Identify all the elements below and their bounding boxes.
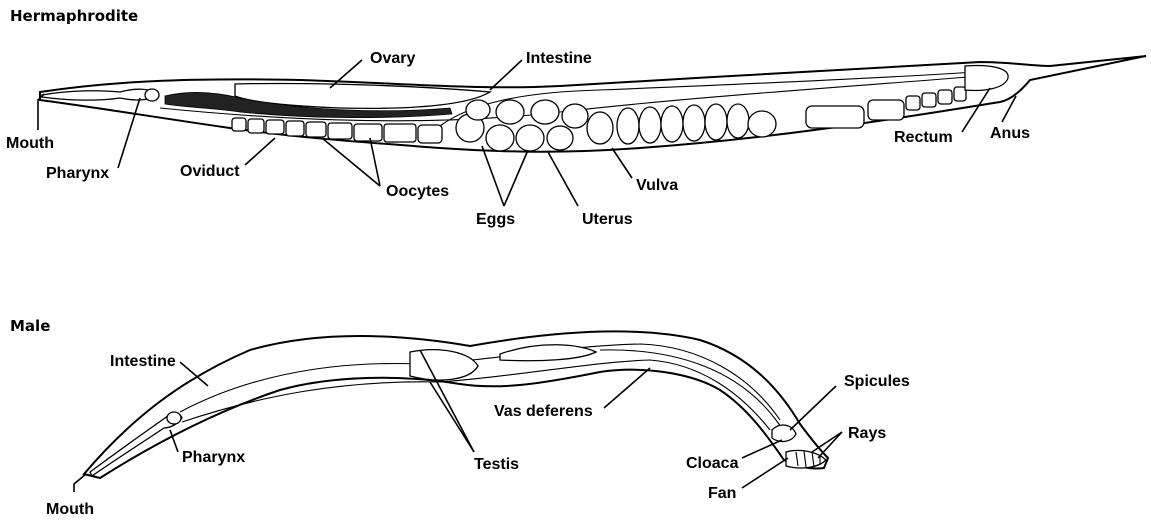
hermaphrodite-figure: Hermaphrodite <box>6 7 1146 228</box>
label-rays: Rays <box>848 425 886 442</box>
fan-leader <box>742 458 788 488</box>
hermaphrodite-title: Hermaphrodite <box>10 7 138 25</box>
male-title: Male <box>10 317 50 335</box>
mouth-leader-male <box>74 474 86 492</box>
label-vulva: Vulva <box>636 177 678 194</box>
label-spicules: Spicules <box>844 373 910 390</box>
label-anus: Anus <box>990 125 1030 142</box>
label-eggs: Eggs <box>476 211 515 228</box>
label-mouth-male: Mouth <box>46 501 94 518</box>
male-pharynx-bulb <box>167 412 181 424</box>
label-fan: Fan <box>708 485 736 502</box>
label-oviduct: Oviduct <box>180 163 240 180</box>
testis-leader-2 <box>430 382 474 452</box>
male-figure: Male <box>10 317 910 518</box>
eggs-leader-1 <box>482 146 504 206</box>
vulva-leader <box>612 148 632 178</box>
label-uterus: Uterus <box>582 211 633 228</box>
uterus-leader <box>548 152 578 206</box>
label-pharynx-male: Pharynx <box>182 449 245 466</box>
label-rectum: Rectum <box>894 129 953 146</box>
label-testis: Testis <box>474 456 519 473</box>
label-cloaca: Cloaca <box>686 455 739 472</box>
label-vas-deferens: Vas deferens <box>494 403 593 420</box>
eggs-leader-2 <box>504 150 528 206</box>
vas-deferens-leader <box>604 368 650 408</box>
spicules-leader <box>790 386 836 430</box>
label-oocytes: Oocytes <box>386 183 449 200</box>
label-pharynx-herm: Pharynx <box>46 165 109 182</box>
oviduct-leader <box>245 138 275 165</box>
intestine-leader-herm <box>490 60 522 90</box>
label-mouth-herm: Mouth <box>6 135 54 152</box>
label-intestine-herm: Intestine <box>526 50 592 67</box>
label-intestine-male: Intestine <box>110 353 176 370</box>
label-ovary: Ovary <box>370 50 415 67</box>
hermaphrodite-pharynx-bulb <box>145 89 159 101</box>
